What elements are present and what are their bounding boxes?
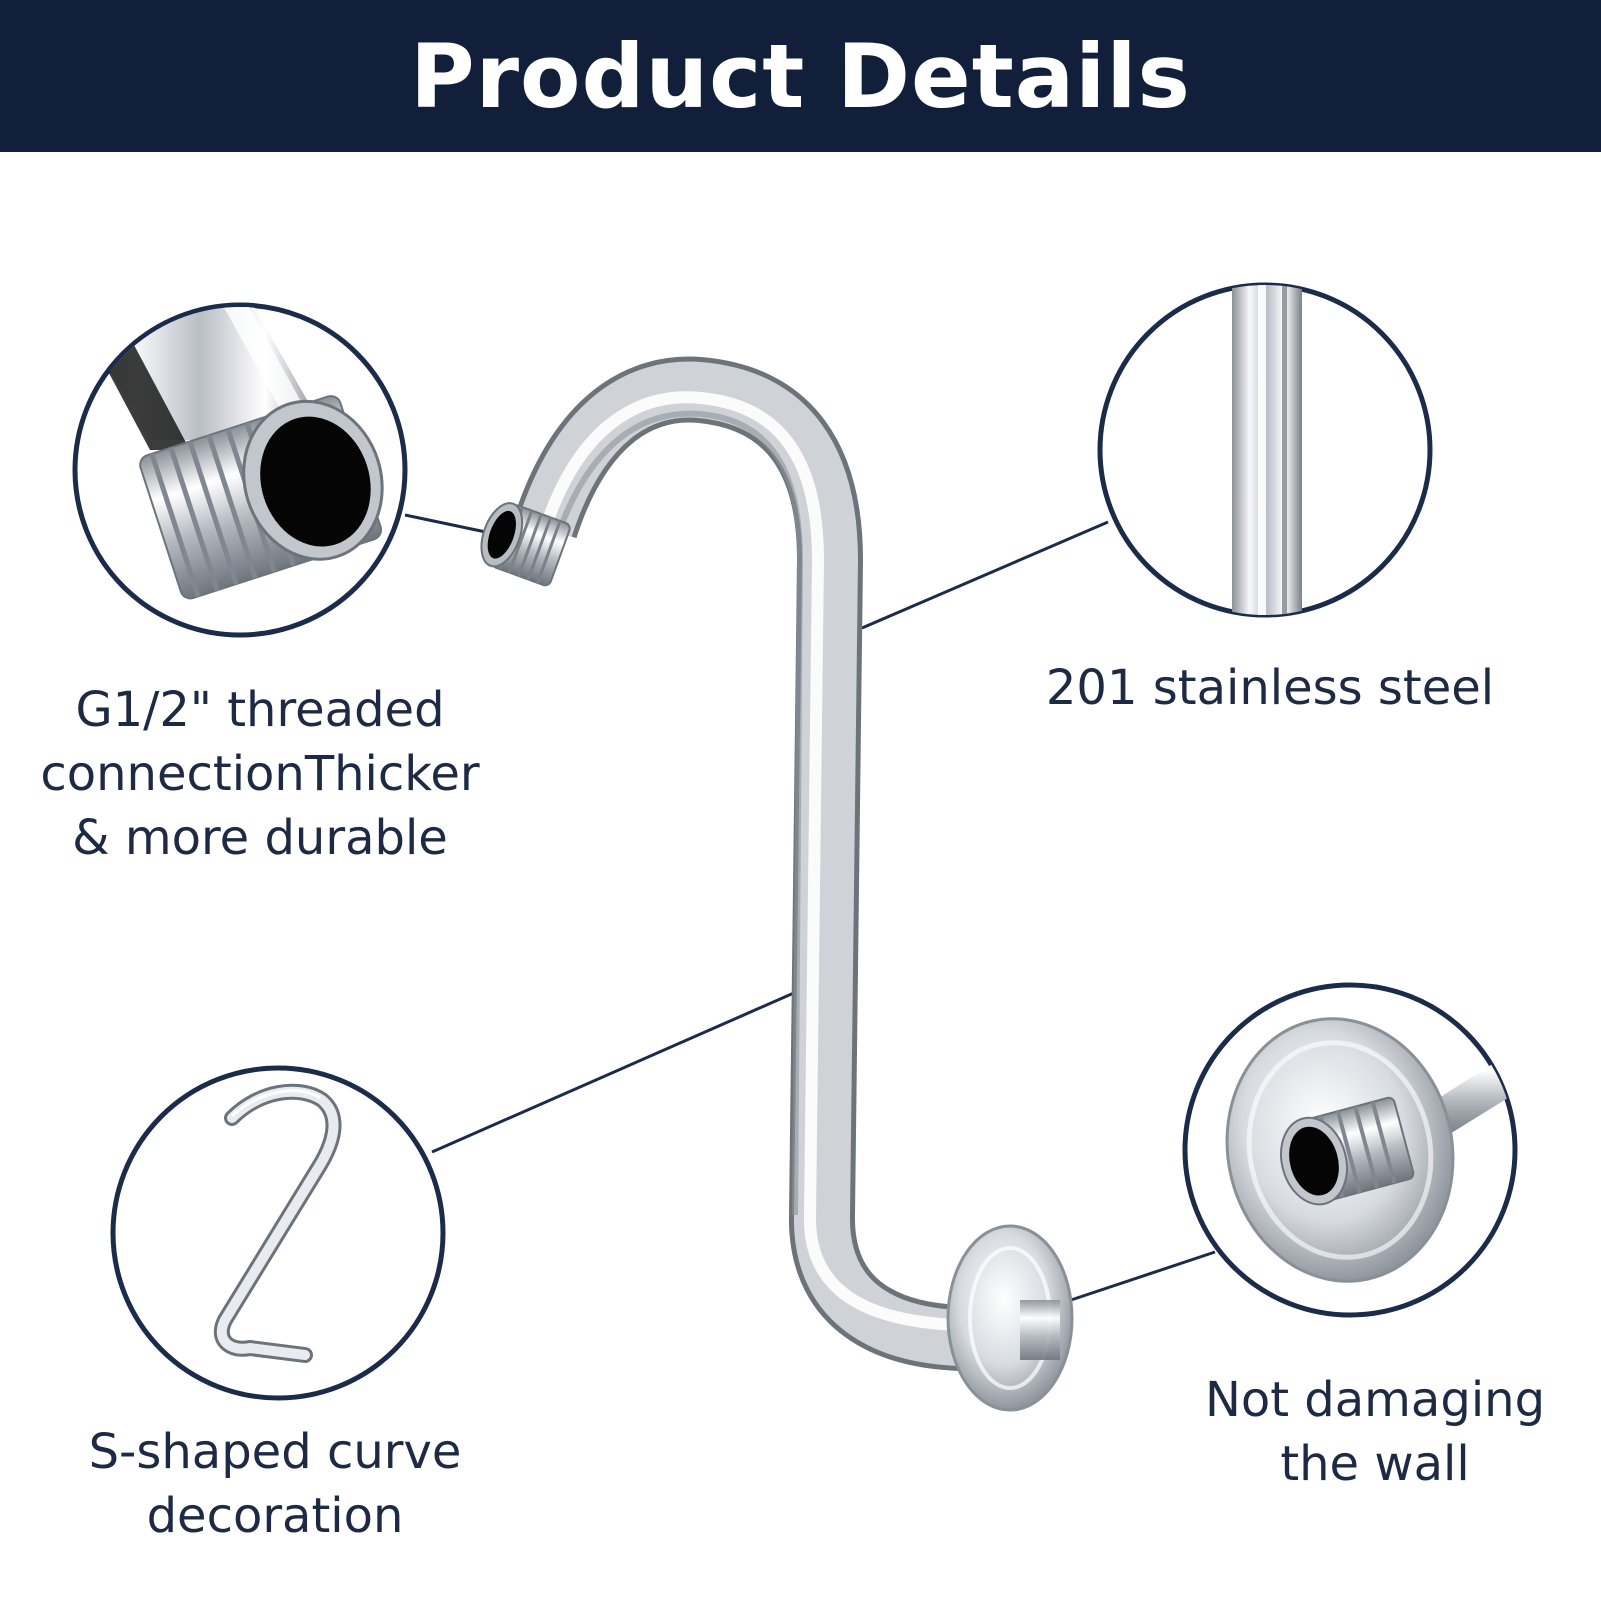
caption-s-curve: S-shaped curve decoration xyxy=(50,1420,500,1548)
detail-circle-steel xyxy=(1097,282,1433,618)
shower-arm-icon xyxy=(480,356,1074,1412)
caption-line: Not damaging xyxy=(1204,1372,1546,1428)
caption-line: G1/2" threaded xyxy=(75,682,445,738)
caption-line: & more durable xyxy=(72,810,448,866)
caption-wall: Not damaging the wall xyxy=(1155,1368,1595,1496)
caption-threaded-connection: G1/2" threaded connectionThicker & more … xyxy=(20,678,500,870)
detail-circle-s-curve xyxy=(110,1065,446,1401)
caption-stainless-steel: 201 stainless steel xyxy=(1010,656,1530,720)
caption-line: the wall xyxy=(1280,1436,1470,1492)
detail-circle-wall xyxy=(1182,982,1518,1318)
caption-line: 201 stainless steel xyxy=(1045,660,1495,716)
caption-line: S-shaped curve xyxy=(88,1424,462,1480)
callout-lines xyxy=(404,513,1216,1304)
callout-line-steel xyxy=(861,520,1109,630)
caption-line: decoration xyxy=(146,1488,404,1544)
callout-line-wall xyxy=(1064,1250,1216,1304)
wall-flange-closeup-icon xyxy=(1225,1017,1515,1283)
header-banner: Product Details xyxy=(0,0,1601,152)
callout-line-s-curve xyxy=(431,983,813,1154)
steel-tube-icon xyxy=(1232,285,1302,615)
wall-flange-icon xyxy=(946,1224,1074,1412)
threaded-end-icon xyxy=(480,502,571,587)
page-title: Product Details xyxy=(410,24,1191,128)
s-curve-icon xyxy=(213,1083,342,1363)
caption-line: connectionThicker xyxy=(40,746,480,802)
detail-circle-thread xyxy=(72,302,408,638)
